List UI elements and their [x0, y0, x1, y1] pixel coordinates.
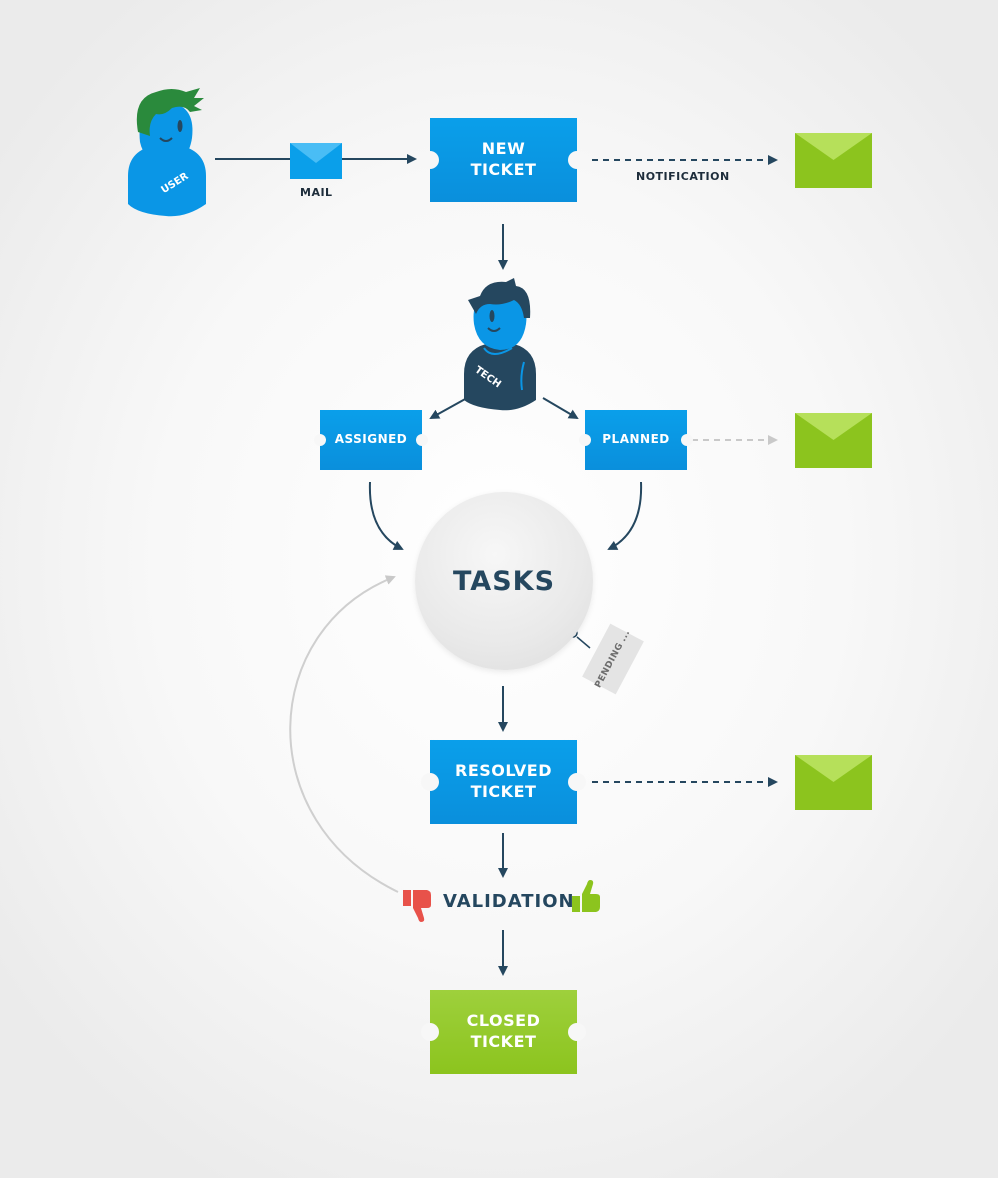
closed-ticket-line2: TICKET: [470, 1032, 537, 1051]
assigned-label: ASSIGNED: [334, 432, 408, 447]
ticket-notch-right: [568, 1023, 586, 1041]
notification-label: NOTIFICATION: [636, 170, 730, 183]
ticket-notch-left: [314, 434, 326, 446]
thumbs-up-icon: [572, 880, 600, 912]
planned-node: PLANNED: [579, 410, 693, 470]
new-ticket-node: NEW TICKET: [421, 118, 586, 202]
arrow-assigned-to-tasks: [368, 481, 404, 550]
ticket-notch-left: [421, 773, 439, 791]
pending-label: PENDING: [593, 641, 626, 690]
tasks-label: TASKS: [452, 565, 556, 597]
assigned-node: ASSIGNED: [314, 410, 428, 470]
ticket-notch-left: [421, 1023, 439, 1041]
mail-label: MAIL: [300, 186, 333, 199]
envelope-icon: [290, 143, 342, 179]
closed-ticket-node: CLOSED TICKET: [421, 990, 586, 1074]
ticket-notch-right: [568, 773, 586, 791]
ticket-notch-right: [416, 434, 428, 446]
new-ticket-line2: TICKET: [470, 160, 537, 179]
user-avatar-icon: [128, 88, 206, 217]
arrow-tech-to-planned: [542, 397, 579, 420]
tech-avatar-icon: [464, 278, 536, 411]
ticket-notch-left: [579, 434, 591, 446]
arrow-planned-to-tasks: [607, 481, 643, 550]
tasks-node: TASKS: [415, 492, 593, 670]
notification-envelope-icon: [795, 413, 872, 468]
notification-envelope-icon: [795, 133, 872, 188]
arrow-tech-to-assigned: [429, 397, 468, 419]
resolved-ticket-node: RESOLVED TICKET: [421, 740, 586, 824]
resolved-ticket-line1: RESOLVED: [455, 761, 552, 781]
ticket-notch-right: [681, 434, 693, 446]
thumbs-down-icon: [403, 890, 431, 922]
validation-label: VALIDATION: [443, 891, 575, 912]
ticket-notch-left: [421, 151, 439, 169]
notification-envelope-icon: [795, 755, 872, 810]
planned-label: PLANNED: [602, 432, 670, 447]
pending-connector-line: [576, 636, 591, 649]
ticket-notch-right: [568, 151, 586, 169]
closed-ticket-line1: CLOSED: [466, 1011, 541, 1031]
arrow-reject-loop-to-tasks: [289, 575, 399, 893]
new-ticket-line1: NEW: [481, 139, 526, 159]
resolved-ticket-line2: TICKET: [470, 782, 537, 801]
